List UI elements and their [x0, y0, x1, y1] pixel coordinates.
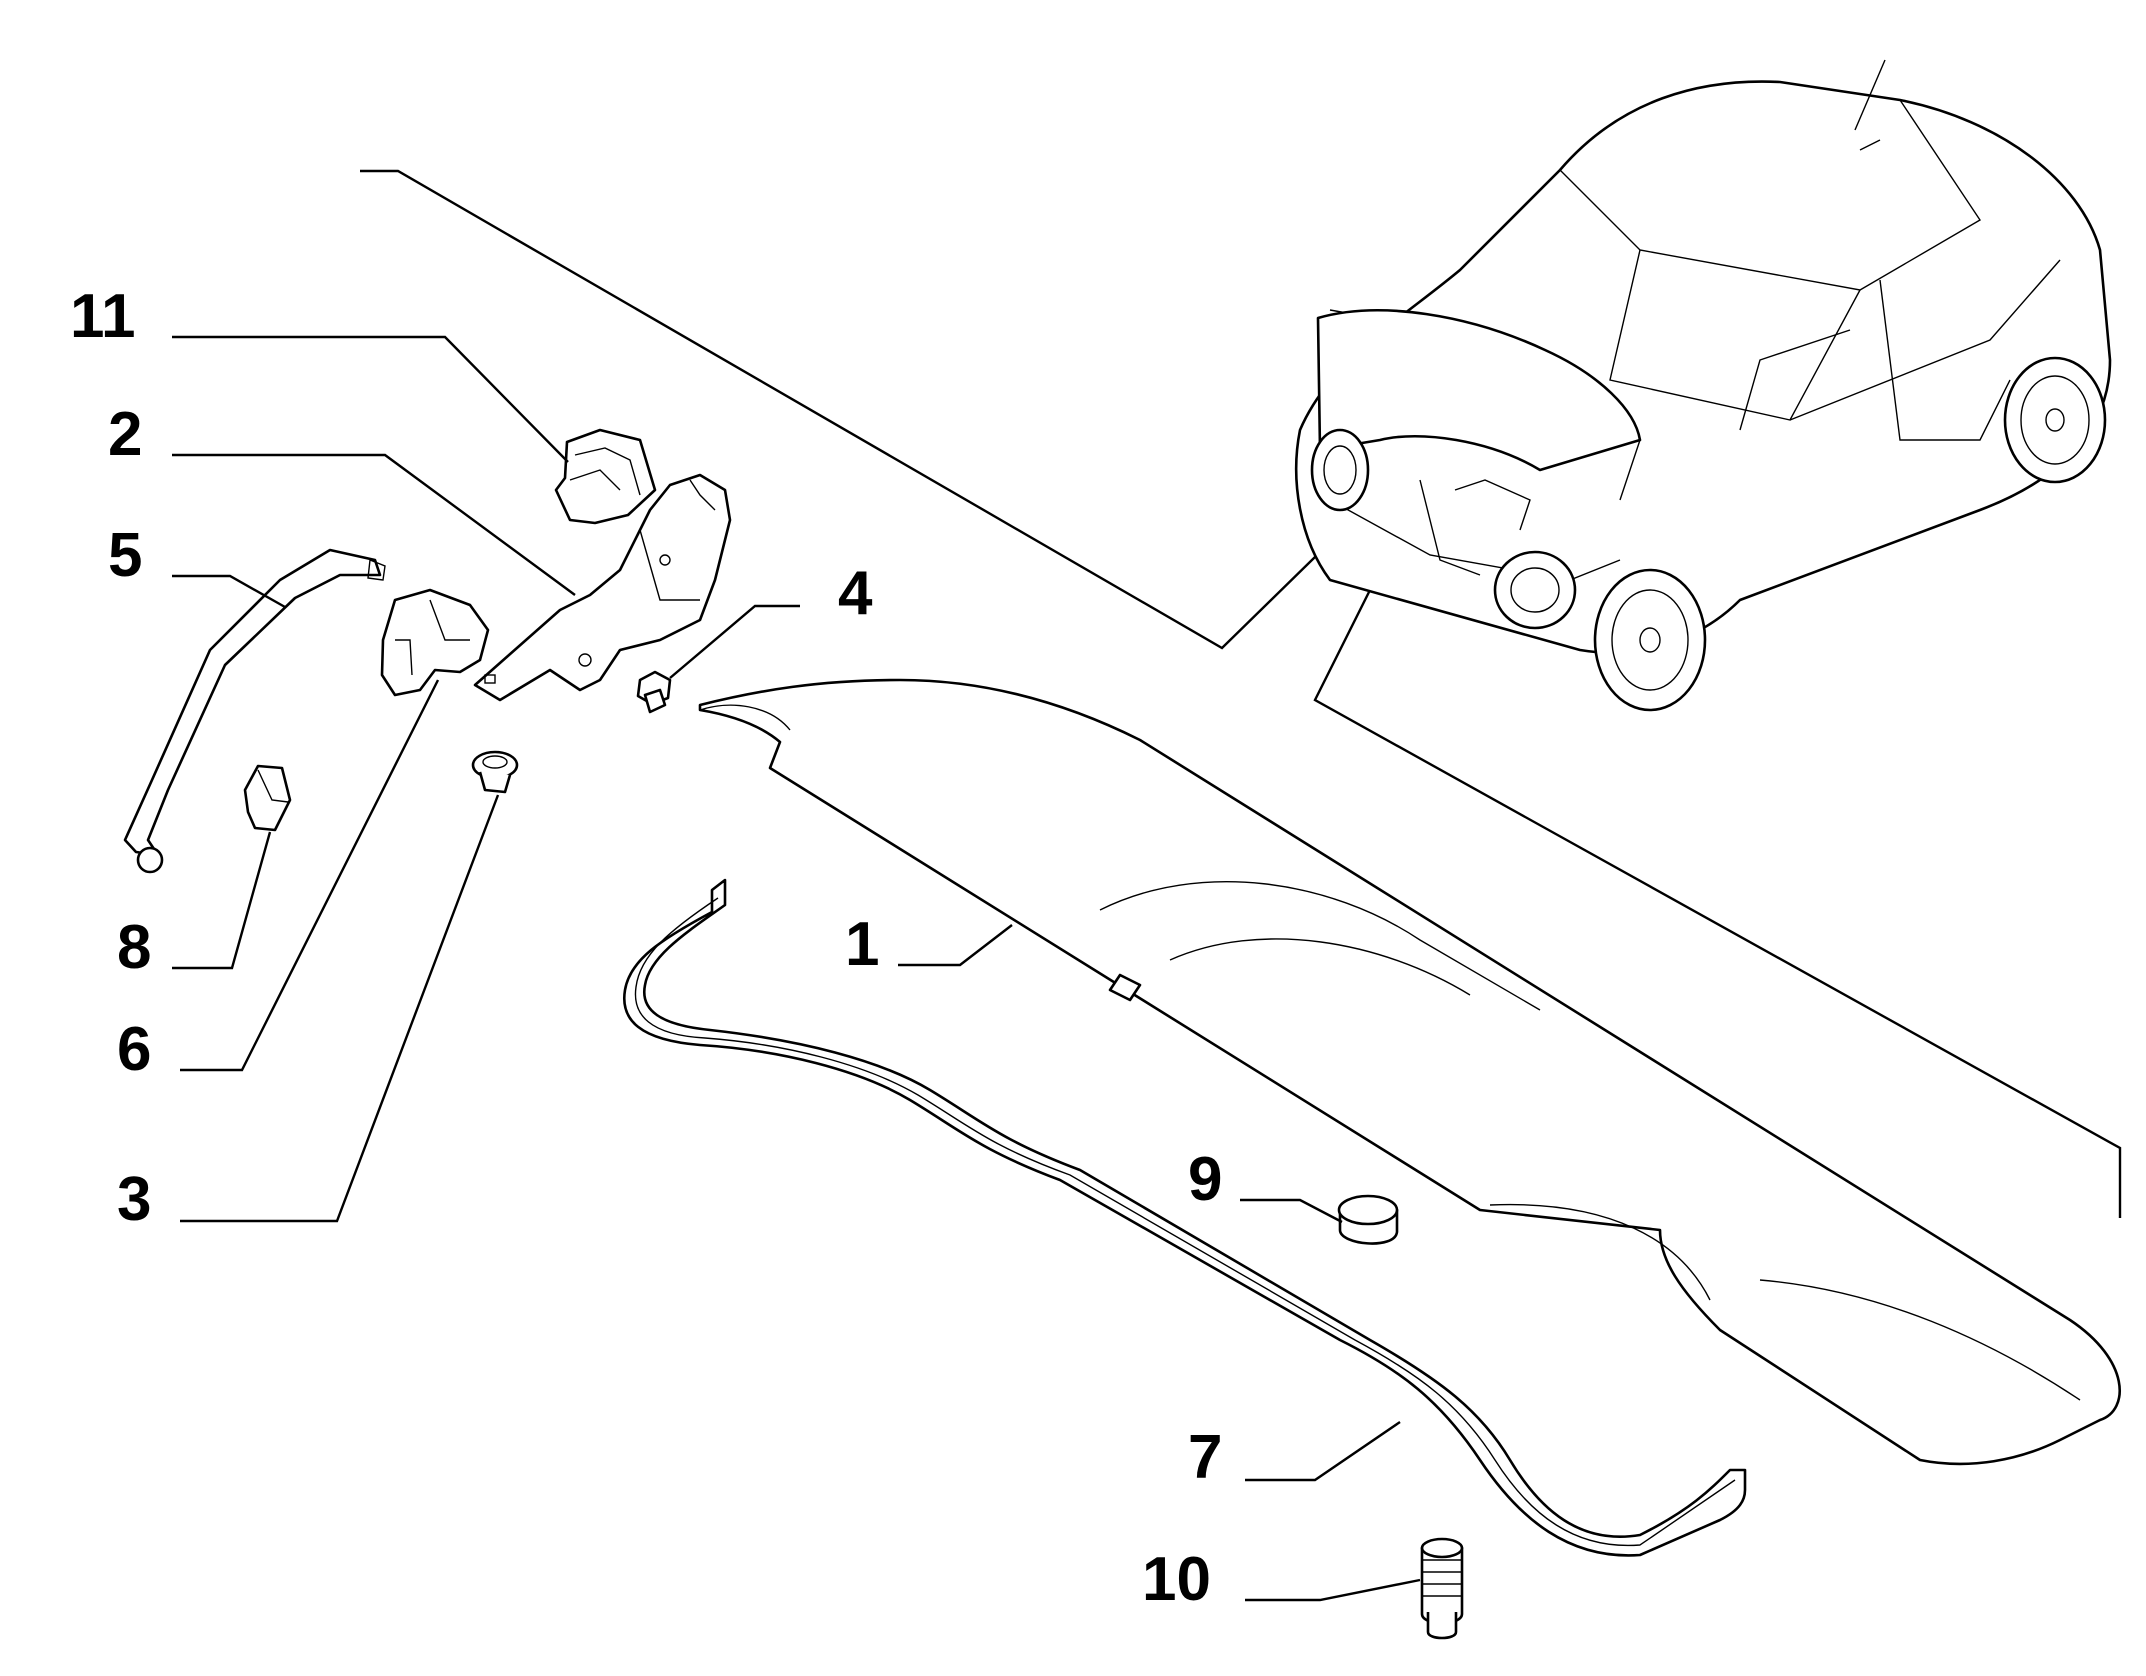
callout-7: 7	[1188, 1423, 1222, 1492]
leader-11	[172, 335, 569, 463]
leader-5	[172, 574, 286, 609]
part-4-bolt[interactable]	[636, 670, 672, 714]
part-2-hinge[interactable]	[473, 473, 732, 702]
leader-9	[1240, 1198, 1343, 1224]
leader-7	[1245, 1421, 1401, 1482]
callout-1: 1	[845, 910, 879, 979]
part-10-stop[interactable]	[1420, 1537, 1464, 1640]
leader-8	[172, 831, 272, 970]
part-5-prop-rod[interactable]	[123, 548, 386, 874]
part-6-bracket[interactable]	[380, 588, 490, 697]
part-8-clip[interactable]	[243, 764, 292, 832]
part-9-bumper[interactable]	[1337, 1194, 1399, 1245]
callout-8: 8	[117, 913, 151, 982]
leader-1	[898, 924, 1013, 967]
callout-6: 6	[117, 1015, 151, 1084]
callout-5: 5	[108, 521, 142, 590]
leader-10	[1245, 1578, 1421, 1602]
leader-6	[180, 679, 440, 1072]
leader-lines	[172, 335, 1421, 1602]
callout-9: 9	[1188, 1145, 1222, 1214]
callout-numbers: 1 2 3 4 5 6 7 8 9 10 11	[70, 282, 1222, 1614]
part-3-grommet[interactable]	[471, 750, 519, 794]
car-illustration	[1294, 59, 2112, 712]
leader-4	[669, 604, 800, 679]
callout-2: 2	[108, 400, 142, 469]
part-1-hood[interactable]	[698, 678, 2121, 1466]
callout-3: 3	[117, 1165, 151, 1234]
callout-10: 10	[1142, 1545, 1211, 1614]
callout-4: 4	[838, 559, 873, 628]
callout-11: 11	[70, 282, 136, 351]
leader-2	[172, 453, 576, 596]
leader-3	[180, 794, 500, 1223]
part-11-clip[interactable]	[554, 428, 657, 525]
part-7-seal[interactable]	[622, 878, 1747, 1557]
